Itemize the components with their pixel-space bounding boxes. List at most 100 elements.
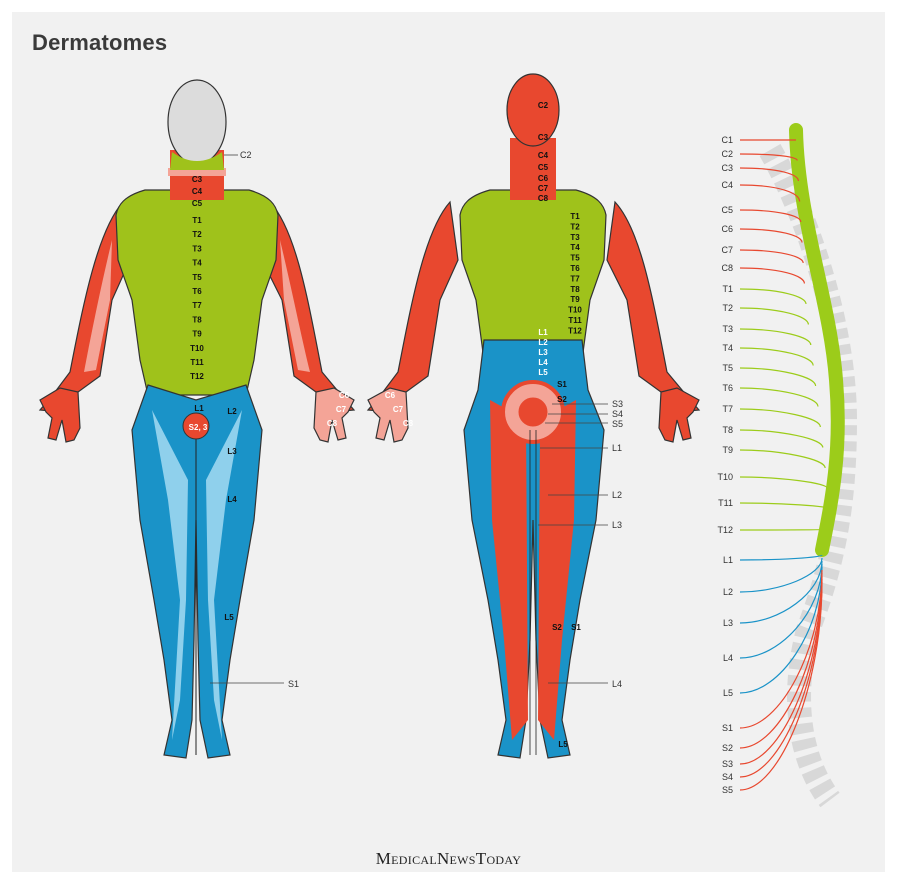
back-head-label: C5 bbox=[538, 163, 549, 172]
spine-level-label: T7 bbox=[722, 404, 733, 414]
back-leg-callout: L1 bbox=[612, 443, 622, 453]
back-trunk-label: T9 bbox=[570, 295, 580, 304]
spine-level-label: T5 bbox=[722, 363, 733, 373]
front-neck-label: C4 bbox=[192, 187, 203, 196]
front-leg-label: L5 bbox=[224, 613, 234, 622]
spine-level-label: S1 bbox=[722, 723, 733, 733]
front-trunk-label: T1 bbox=[192, 216, 202, 225]
spinal-nerve-line bbox=[740, 555, 822, 560]
spine-level-label: T8 bbox=[722, 425, 733, 435]
front-trunk-label: T2 bbox=[192, 230, 202, 239]
back-lumbar-label: L5 bbox=[538, 368, 548, 377]
back-calf-label: S2 bbox=[552, 623, 562, 632]
spine-level-label: T10 bbox=[717, 472, 733, 482]
back-head-label: C2 bbox=[538, 101, 549, 110]
front-neck-label: C5 bbox=[192, 199, 203, 208]
spine-level-label: L3 bbox=[723, 618, 733, 628]
back-trunk-label: T5 bbox=[570, 254, 580, 263]
front-hand-label: C8 bbox=[327, 419, 338, 428]
back-leg-callout: L3 bbox=[612, 520, 622, 530]
back-head-label: C7 bbox=[538, 184, 549, 193]
back-leg-callout: L2 bbox=[612, 490, 622, 500]
spine-level-label: C2 bbox=[721, 149, 733, 159]
back-trunk-label: T12 bbox=[568, 326, 582, 335]
front-groin-label: L1 bbox=[194, 404, 204, 413]
spinal-nerve-line bbox=[740, 308, 808, 325]
back-lumbar-label: L1 bbox=[538, 328, 548, 337]
front-leg-label: L3 bbox=[227, 447, 237, 456]
back-trunk-label: T3 bbox=[570, 233, 580, 242]
spine-level-label: T6 bbox=[722, 383, 733, 393]
spinal-nerve-line bbox=[740, 409, 820, 427]
spine-level-label: C1 bbox=[721, 135, 733, 145]
spine-level-label: C3 bbox=[721, 163, 733, 173]
front-trunk-label: T12 bbox=[190, 372, 204, 381]
front-neck-label: C3 bbox=[192, 175, 203, 184]
front-trunk-label: T5 bbox=[192, 273, 202, 282]
back-head-label: C4 bbox=[538, 151, 549, 160]
spinal-nerve-line bbox=[740, 229, 802, 243]
front-trunk-label: T10 bbox=[190, 344, 204, 353]
spine-level-label: L4 bbox=[723, 653, 733, 663]
spinal-nerve-line bbox=[740, 430, 823, 448]
back-trunk-label: T10 bbox=[568, 306, 582, 315]
front-head-callout: C2 bbox=[240, 150, 252, 160]
spine-level-label: C7 bbox=[721, 245, 733, 255]
back-head-label: C6 bbox=[538, 174, 549, 183]
back-sacral-label: S1 bbox=[557, 380, 567, 389]
front-foot-callout: S1 bbox=[288, 679, 299, 689]
spine-art bbox=[770, 130, 845, 800]
spinal-nerve-line bbox=[740, 388, 818, 407]
spinal-nerve-line bbox=[740, 450, 825, 468]
spine-level-label: T1 bbox=[722, 284, 733, 294]
back-trunk-label: T11 bbox=[568, 316, 582, 325]
spine-level-label: L5 bbox=[723, 688, 733, 698]
back-sacral-callout: S4 bbox=[612, 409, 623, 419]
spine-level-label: S3 bbox=[722, 759, 733, 769]
spinal-nerve-line bbox=[740, 348, 813, 366]
spine-level-label: T4 bbox=[722, 343, 733, 353]
back-leg-callout: L4 bbox=[612, 679, 622, 689]
front-hand-label: C6 bbox=[339, 391, 350, 400]
brand-logo: MedicalNewsToday bbox=[0, 849, 897, 869]
spinal-nerve-line bbox=[740, 564, 822, 658]
spine-level-label: C5 bbox=[721, 205, 733, 215]
front-hand-label: C7 bbox=[336, 405, 347, 414]
front-trunk-label: T9 bbox=[192, 330, 202, 339]
back-body bbox=[368, 74, 699, 758]
spine-level-label: S5 bbox=[722, 785, 733, 795]
back-trunk-label: T1 bbox=[570, 212, 580, 221]
back-head-label: C8 bbox=[538, 194, 549, 203]
back-sacral-label: S2 bbox=[557, 395, 567, 404]
spine-level-label: C6 bbox=[721, 224, 733, 234]
spine-level-label: L1 bbox=[723, 555, 733, 565]
front-trunk-label: T4 bbox=[192, 259, 202, 268]
back-trunk-label: T4 bbox=[570, 243, 580, 252]
front-trunk-label: T3 bbox=[192, 244, 202, 253]
spine-level-label: S2 bbox=[722, 743, 733, 753]
front-trunk-label: T11 bbox=[190, 358, 204, 367]
front-trunk-label: T7 bbox=[192, 301, 202, 310]
spine-level-label: T3 bbox=[722, 324, 733, 334]
front-leg-label: L4 bbox=[227, 495, 237, 504]
spinal-nerve-line bbox=[740, 368, 816, 386]
spine-level-label: T11 bbox=[718, 498, 733, 508]
spinal-nerve-line bbox=[740, 503, 830, 509]
front-leg-label: L2 bbox=[227, 407, 237, 416]
spine-level-label: T9 bbox=[722, 445, 733, 455]
back-hand-label: C7 bbox=[393, 405, 404, 414]
spine-level-label: C4 bbox=[721, 180, 733, 190]
back-lumbar-label: L2 bbox=[538, 338, 548, 347]
spinal-nerve-line bbox=[740, 250, 803, 263]
back-hand-label: C6 bbox=[385, 391, 396, 400]
front-trunk-label: T8 bbox=[192, 315, 202, 324]
spinal-nerve-line bbox=[740, 530, 832, 531]
front-trunk-label: T6 bbox=[192, 287, 202, 296]
spinal-nerve-line bbox=[740, 558, 822, 592]
back-heel-label: L5 bbox=[558, 740, 568, 749]
spine-level-label: T12 bbox=[717, 525, 733, 535]
spine-level-label: L2 bbox=[723, 587, 733, 597]
back-lumbar-label: L3 bbox=[538, 348, 548, 357]
